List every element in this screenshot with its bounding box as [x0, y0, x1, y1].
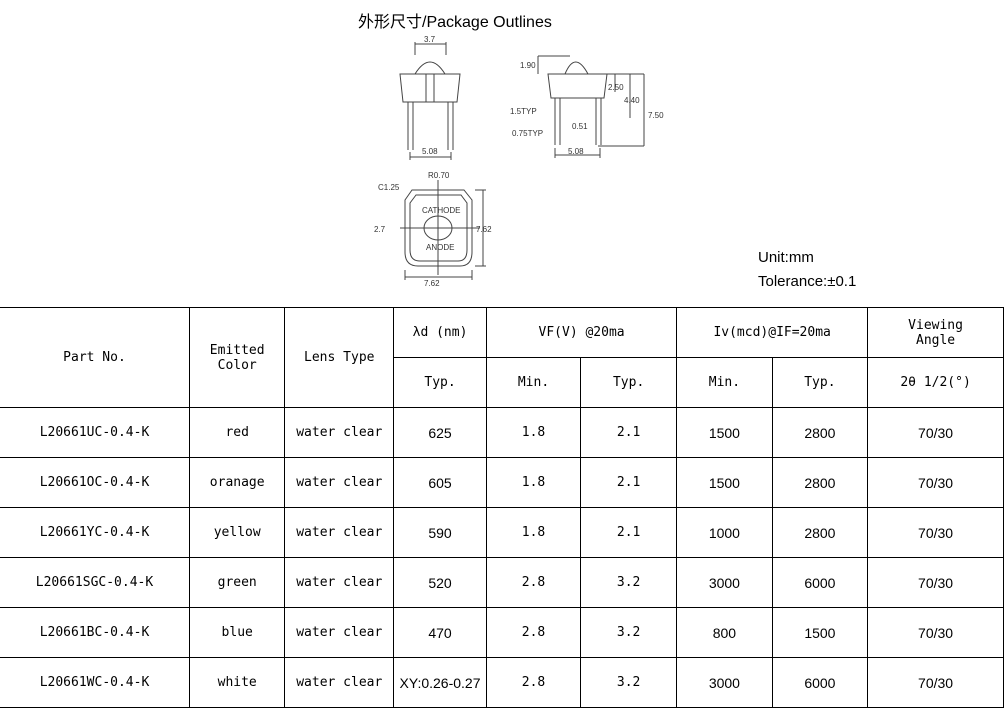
- cell-part-no: L20661BC-0.4-K: [0, 607, 190, 658]
- cell-vf-typ: 3.2: [580, 557, 678, 608]
- cell-part-no: L20661YC-0.4-K: [0, 507, 190, 558]
- subheader-angle: 2θ 1/2(°): [867, 357, 1004, 408]
- top-view: R0.70 C1.25 CATHODE ANODE 2.7 7.62 7.62: [374, 171, 492, 288]
- cell-iv-typ: 2800: [771, 457, 869, 508]
- svg-text:2.7: 2.7: [374, 225, 386, 234]
- cell-wavelength: 470: [393, 607, 487, 658]
- cell-vf-typ: 3.2: [580, 607, 678, 658]
- subheader-typ: Typ.: [580, 357, 678, 408]
- svg-text:7.50: 7.50: [648, 111, 664, 120]
- cell-part-no: L20661WC-0.4-K: [0, 657, 190, 708]
- cell-vf-min: 1.8: [485, 407, 582, 458]
- specs-table: Part No. Emitted Color Lens Type λd (nm)…: [0, 307, 1004, 708]
- cell-iv-typ: 6000: [771, 557, 869, 608]
- svg-text:5.08: 5.08: [568, 147, 584, 156]
- unit-label: Unit:mm: [758, 249, 814, 266]
- subheader-min: Min.: [485, 357, 582, 408]
- header-color: Emitted Color: [188, 307, 286, 408]
- svg-text:0.75TYP: 0.75TYP: [512, 129, 543, 138]
- cell-vf-min: 2.8: [485, 557, 582, 608]
- cell-iv-typ: 1500: [771, 607, 869, 658]
- section-title: 外形尺寸/Package Outlines: [358, 14, 552, 31]
- svg-text:0.51: 0.51: [572, 122, 588, 131]
- subheader-min: Min.: [676, 357, 773, 408]
- svg-text:1.90: 1.90: [520, 61, 536, 70]
- svg-text:4.40: 4.40: [624, 96, 640, 105]
- cell-vf-min: 2.8: [485, 657, 582, 708]
- subheader-typ: Typ.: [771, 357, 869, 408]
- cell-wavelength: 520: [393, 557, 487, 608]
- header-part: Part No.: [0, 307, 190, 408]
- cell-part-no: L20661UC-0.4-K: [0, 407, 190, 458]
- cell-wavelength: 625: [393, 407, 487, 458]
- header-vf: VF(V) @20ma: [485, 307, 678, 358]
- cell-lens-type: water clear: [284, 507, 395, 558]
- cell-iv-min: 1500: [676, 407, 773, 458]
- svg-text:ANODE: ANODE: [426, 243, 454, 252]
- cell-viewing-angle: 70/30: [867, 607, 1004, 658]
- cell-lens-type: water clear: [284, 607, 395, 658]
- cell-wavelength: XY:0.26-0.27: [393, 657, 487, 708]
- header-viewing-angle: Viewing Angle: [867, 307, 1004, 358]
- svg-text:7.62: 7.62: [424, 279, 440, 288]
- cell-vf-typ: 2.1: [580, 407, 678, 458]
- svg-text:3.7: 3.7: [424, 35, 436, 44]
- cell-viewing-angle: 70/30: [867, 557, 1004, 608]
- cell-vf-typ: 3.2: [580, 657, 678, 708]
- cell-wavelength: 605: [393, 457, 487, 508]
- cell-viewing-angle: 70/30: [867, 507, 1004, 558]
- svg-text:R0.70: R0.70: [428, 171, 450, 180]
- svg-text:C1.25: C1.25: [378, 183, 400, 192]
- cell-iv-min: 1500: [676, 457, 773, 508]
- cell-emitted-color: oranage: [188, 457, 286, 508]
- svg-text:2.50: 2.50: [608, 83, 624, 92]
- cell-iv-typ: 2800: [771, 407, 869, 458]
- cell-vf-typ: 2.1: [580, 457, 678, 508]
- cell-iv-typ: 2800: [771, 507, 869, 558]
- cell-emitted-color: red: [188, 407, 286, 458]
- cell-emitted-color: blue: [188, 607, 286, 658]
- side-view: 1.90 2.50 4.40 7.50 1.5TYP 0.75TYP 0.51 …: [510, 55, 664, 158]
- cell-part-no: L20661OC-0.4-K: [0, 457, 190, 508]
- svg-text:7.62: 7.62: [476, 225, 492, 234]
- package-outline-drawing: 3.7 5.08 1.90 2.50 4.40 7.50 1.5TYP 0.75…: [374, 35, 664, 288]
- cell-viewing-angle: 70/30: [867, 457, 1004, 508]
- tolerance-label: Tolerance:±0.1: [758, 273, 857, 290]
- cell-iv-typ: 6000: [771, 657, 869, 708]
- cell-vf-min: 1.8: [485, 457, 582, 508]
- front-view: 3.7 5.08: [399, 35, 461, 160]
- cell-wavelength: 590: [393, 507, 487, 558]
- cell-part-no: L20661SGC-0.4-K: [0, 557, 190, 608]
- cell-vf-min: 1.8: [485, 507, 582, 558]
- cell-iv-min: 3000: [676, 557, 773, 608]
- header-lens: Lens Type: [284, 307, 395, 408]
- cell-vf-min: 2.8: [485, 607, 582, 658]
- cell-iv-min: 800: [676, 607, 773, 658]
- svg-text:5.08: 5.08: [422, 147, 438, 156]
- cell-iv-min: 3000: [676, 657, 773, 708]
- header-iv: Iv(mcd)@IF=20ma: [676, 307, 869, 358]
- cell-viewing-angle: 70/30: [867, 407, 1004, 458]
- cell-iv-min: 1000: [676, 507, 773, 558]
- subheader-typ: Typ.: [393, 357, 487, 408]
- cell-emitted-color: yellow: [188, 507, 286, 558]
- cell-lens-type: water clear: [284, 457, 395, 508]
- units-note: Unit:mm Tolerance:±0.1: [758, 246, 856, 294]
- cell-vf-typ: 2.1: [580, 507, 678, 558]
- cell-viewing-angle: 70/30: [867, 657, 1004, 708]
- cell-emitted-color: green: [188, 557, 286, 608]
- cell-lens-type: water clear: [284, 407, 395, 458]
- cell-lens-type: water clear: [284, 657, 395, 708]
- cell-emitted-color: white: [188, 657, 286, 708]
- cell-lens-type: water clear: [284, 557, 395, 608]
- svg-text:CATHODE: CATHODE: [422, 206, 461, 215]
- header-wavelength: λd (nm): [393, 307, 487, 358]
- svg-text:1.5TYP: 1.5TYP: [510, 107, 537, 116]
